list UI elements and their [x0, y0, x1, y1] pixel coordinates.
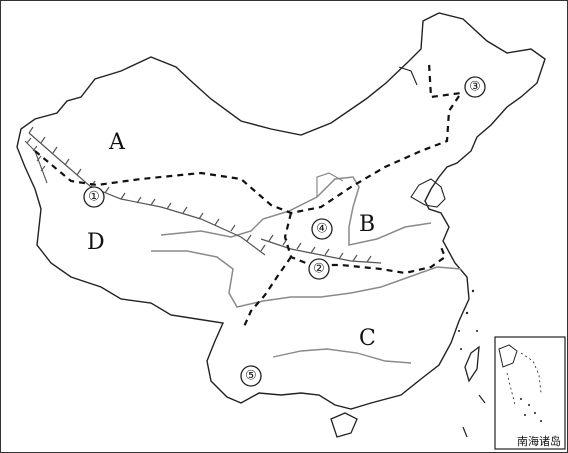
coast-detail [398, 66, 418, 86]
island-stroke [462, 426, 468, 438]
mountain-range-qinling [260, 234, 382, 264]
region-label-a: A [108, 130, 126, 155]
svg-text:⑤: ⑤ [245, 369, 257, 384]
marker-2: ② [308, 258, 330, 280]
river-tributary [316, 172, 344, 197]
region-boundary-lines [34, 62, 464, 330]
country-outline [16, 12, 546, 410]
yellow-river [160, 176, 432, 246]
region-label-d: D [87, 230, 105, 255]
inset-label: 南海诸岛 [517, 434, 561, 448]
island-stroke [478, 394, 486, 404]
mountain-range-tianshan [24, 137, 48, 184]
marker-4: ④ [311, 218, 333, 240]
taiwan-island [464, 345, 480, 383]
marker-3: ③ [464, 76, 486, 98]
pearl-river [272, 348, 412, 364]
mountain-range-kunlun [28, 126, 266, 256]
svg-text:②: ② [313, 262, 325, 277]
coast-detail [410, 178, 446, 208]
region-label-c: C [359, 326, 376, 351]
marker-5: ⑤ [240, 365, 262, 387]
marker-1: ① [83, 186, 105, 208]
svg-text:④: ④ [316, 222, 328, 237]
south-china-sea-inset: 南海诸岛 [494, 336, 566, 450]
yangtze-river [151, 250, 462, 308]
coastal-islands [458, 289, 478, 350]
svg-text:③: ③ [469, 80, 481, 95]
hainan-island [330, 412, 358, 438]
svg-text:①: ① [88, 190, 100, 205]
region-label-b: B [359, 212, 375, 237]
